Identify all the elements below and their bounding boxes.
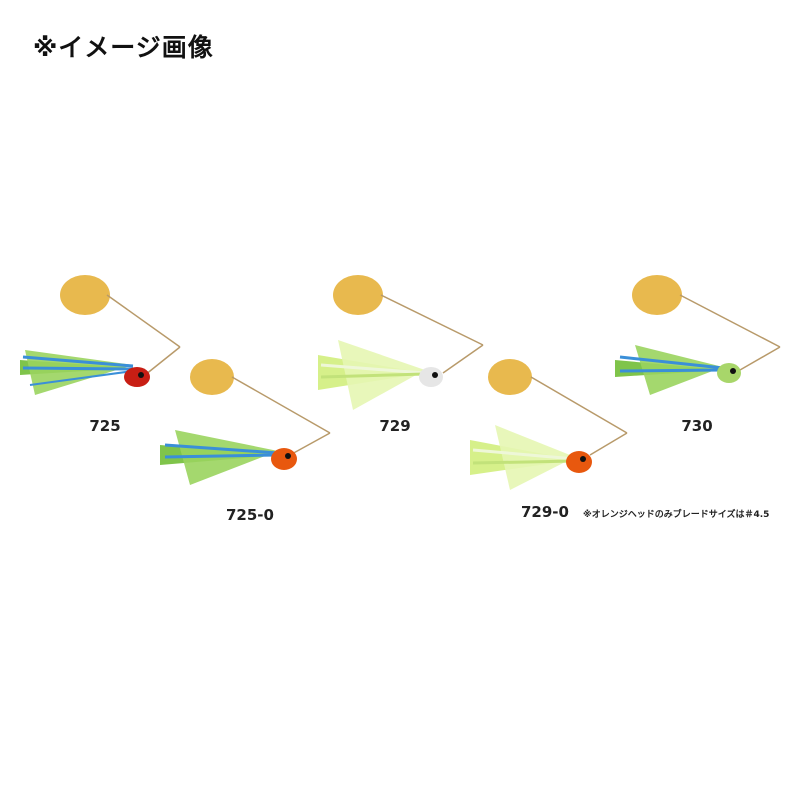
head [124,367,150,387]
skirt [318,340,426,410]
lure-code: 729 [379,417,411,435]
lure-729-0-illustration [470,359,628,490]
lure-729-0: 729-0 [465,355,645,530]
head [717,363,741,383]
lure-725-0-illustration [160,359,331,485]
lure-code: 725-0 [226,506,274,524]
lure-729-illustration [318,275,484,410]
lure-725-0: 725-0 [160,355,340,530]
skirt [160,430,280,485]
head [271,448,297,470]
skirt [470,425,576,490]
lure-730: 730 [615,265,795,440]
head [419,367,443,387]
lure-729: 729 [313,265,493,440]
skirt [615,345,725,395]
blade [60,275,110,315]
blade [333,275,383,315]
head [566,451,592,473]
lure-725: 725 [15,265,190,435]
lure-730-illustration [615,275,781,395]
skirt [20,350,135,395]
image-note: ※イメージ画像 [33,33,214,62]
lure-code: 730 [681,417,713,435]
lure-code: 729-0 [521,503,569,521]
blade [632,275,682,315]
lure-725-illustration [20,275,181,395]
blade-size-note: ※オレンジヘッドのみブレードサイズは＃4.5 [583,510,770,520]
blade [488,359,532,395]
lure-code: 725 [89,417,121,435]
blade [190,359,234,395]
